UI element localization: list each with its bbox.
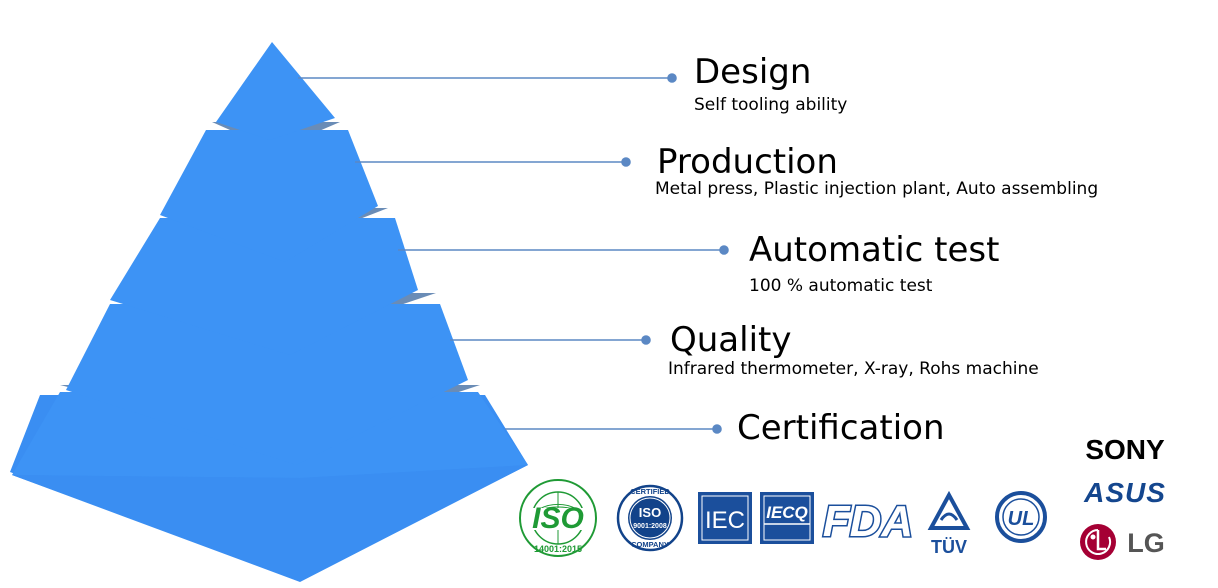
connector-automatic-test-dot	[719, 245, 729, 255]
connector-production-dot	[621, 157, 631, 167]
iso-14001-caption: 14001:2015	[534, 544, 582, 554]
iso-14001-text: ISO	[532, 502, 584, 535]
iso-9001-mid: 9001:2008	[633, 523, 667, 530]
level-quality-title: Quality	[670, 320, 792, 360]
ul-logo: UL	[995, 491, 1047, 543]
tier-production-face	[160, 130, 378, 262]
level-automatic-test-title: Automatic test	[749, 230, 1000, 270]
iecq-text: IECQ	[766, 503, 808, 522]
tier-certification-bottom	[12, 465, 528, 582]
iso-9001-top: CERTIFIED	[630, 487, 670, 496]
iec-text: IEC	[705, 507, 745, 534]
lg-logo: LG	[1080, 524, 1165, 560]
iso-9001-center: ISO	[639, 505, 661, 520]
iso-9001-bottom: COMPANY	[631, 540, 669, 549]
fda-logo: FDA	[821, 496, 914, 548]
sony-logo: SONY	[1085, 434, 1165, 465]
lg-text: LG	[1127, 528, 1165, 558]
connector-design-dot	[667, 73, 677, 83]
tier-quality-face	[66, 304, 468, 465]
ul-text: UL	[1008, 508, 1035, 530]
fda-text: FDA	[823, 497, 913, 546]
tuv-logo: TÜV	[927, 490, 971, 557]
level-production-subtitle: Metal press, Plastic injection plant, Au…	[655, 179, 1099, 199]
tuv-text: TÜV	[931, 537, 967, 557]
level-quality-subtitle: Infrared thermometer, X-ray, Rohs machin…	[668, 359, 1039, 379]
level-design-title: Design	[694, 52, 812, 92]
iec-logo: IEC	[698, 492, 752, 544]
connector-certification-dot	[712, 424, 722, 434]
tier-design-face	[216, 42, 335, 140]
iso-9001-logo: CERTIFIED ISO 9001:2008 COMPANY	[616, 484, 684, 552]
iso-14001-logo: ISO 14001:2015	[519, 479, 597, 557]
connectors	[298, 73, 729, 434]
level-production-title: Production	[657, 142, 838, 182]
tier-automatic-test-face	[110, 218, 418, 355]
pyramid	[10, 42, 528, 582]
level-design-subtitle: Self tooling ability	[694, 95, 848, 115]
asus-logo: ASUS	[1083, 477, 1166, 508]
iecq-logo: IECQ	[760, 492, 814, 544]
connector-quality-dot	[641, 335, 651, 345]
level-certification-title: Certification	[737, 408, 945, 448]
level-automatic-test-subtitle: 100 % automatic test	[749, 276, 933, 296]
